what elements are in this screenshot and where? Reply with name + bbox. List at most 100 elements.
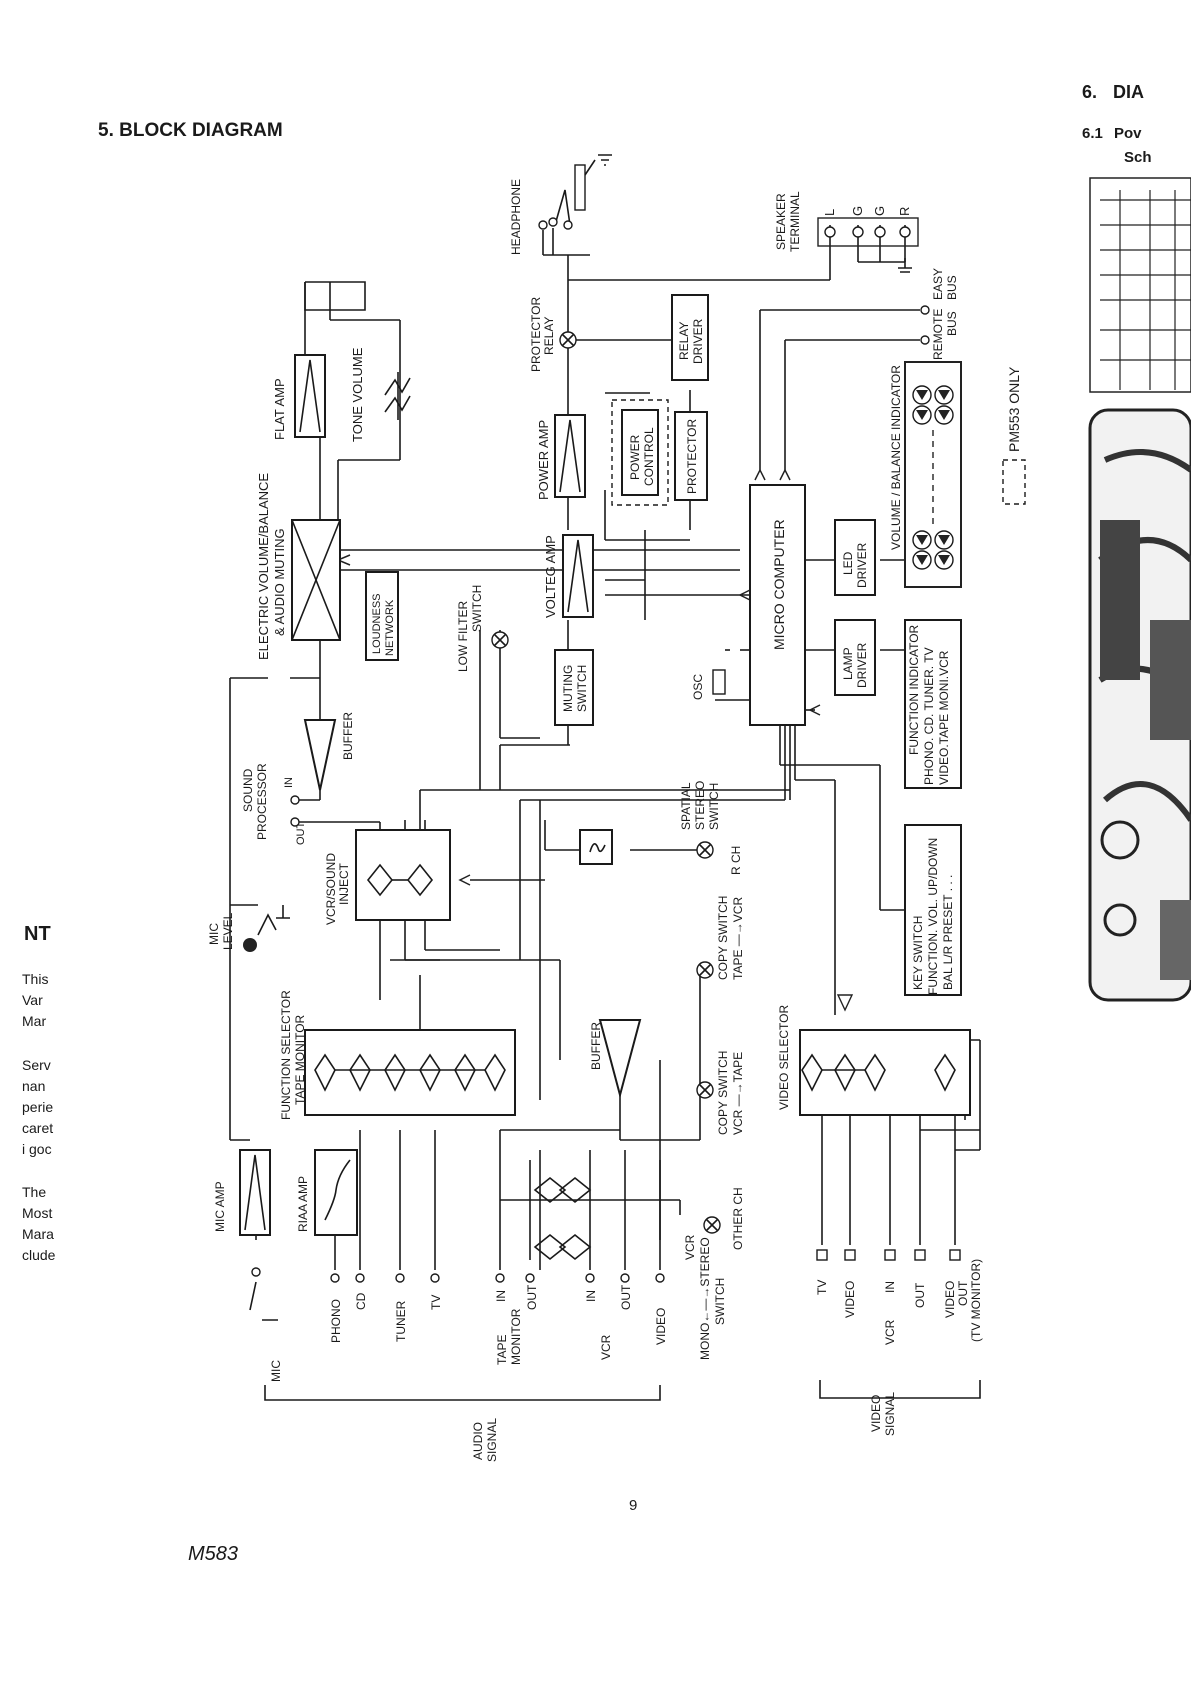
key-switch-block: KEY SWITCH FUNCTION. VOL. UP/DOWN BAL L/…	[904, 824, 962, 996]
loudness-label-2: NETWORK	[384, 599, 396, 656]
lamp-driver-label-2: DRIVER	[855, 642, 869, 688]
audio-input-vcr-out: OUT	[619, 1284, 633, 1310]
right-section-number: 6.	[1082, 82, 1097, 102]
left-fragment-0: NT	[24, 923, 51, 945]
audio-input-tape-group-1: TAPE	[495, 1335, 509, 1365]
audio-input-mic: MIC	[269, 1360, 283, 1382]
left-fragment-10: Most	[22, 1205, 52, 1221]
rch-label: R CH	[729, 846, 743, 875]
audio-input-tuner: TUNER	[394, 1300, 408, 1342]
copy-switch-top: COPY SWITCH TAPE —→VCR	[696, 896, 745, 980]
spatial-stereo-label-2: STEREO	[693, 781, 707, 830]
osc-component: OSC	[691, 669, 726, 700]
section-title: 5. BLOCK DIAGRAM	[98, 120, 283, 141]
copy-switch-bottom-label-2: VCR —→TAPE	[731, 1052, 745, 1135]
left-fragment-2: Var	[22, 992, 43, 1008]
function-selector-label-2: TAPE MONITOR	[293, 1014, 307, 1105]
vcr-sound-label-1: VCR/SOUND	[324, 853, 338, 925]
speaker-terminal-label-2: TERMINAL	[788, 191, 802, 252]
riaa-amp-block: RIAA AMP	[296, 1149, 358, 1236]
micro-computer-block: MICRO COMPUTER	[749, 484, 806, 726]
handwritten-note: M583	[188, 1543, 238, 1565]
low-filter-switch: LOW FILTER SWITCH	[456, 585, 509, 672]
video-input-video-out-3: (TV MONITOR)	[969, 1259, 983, 1342]
audio-signal-label-1: AUDIO	[471, 1422, 485, 1460]
pm553-label: PM553 ONLY	[1006, 366, 1022, 452]
vcr-stereo-label-3: SWITCH	[713, 1278, 727, 1325]
audio-signal-label-2: SIGNAL	[485, 1418, 499, 1462]
tone-volume-label: TONE VOLUME	[350, 347, 365, 442]
buffer-top-label: BUFFER	[341, 712, 355, 760]
audio-input-tape-out: OUT	[525, 1284, 539, 1310]
ground-symbols	[276, 154, 912, 919]
video-signal-label-1: VIDEO	[869, 1395, 883, 1432]
spatial-stereo-switch: SPATIAL STEREO SWITCH R CH	[579, 781, 743, 875]
mic-level: MIC LEVEL	[207, 912, 277, 952]
copy-switch-bottom-label-1: COPY SWITCH	[716, 1051, 730, 1135]
video-selector-block: VIDEO SELECTOR	[777, 1005, 971, 1116]
left-fragment-3: Mar	[22, 1013, 46, 1029]
video-input-vcr-in: IN	[883, 1281, 897, 1293]
right-subsection-title-1: Pov	[1114, 125, 1142, 142]
tone-volume: TONE VOLUME	[350, 347, 411, 442]
buffer-bottom-block: BUFFER	[589, 1019, 642, 1099]
volteg-amp-label: VOLTEG AMP	[543, 535, 558, 618]
function-indicator-label-3: VIDEO.TAPE MONI.VCR	[937, 650, 951, 785]
speaker-pin-l: L	[822, 209, 837, 216]
headphone-jack: HEADPHONE	[509, 159, 596, 255]
mic-amp-block: MIC AMP	[213, 1149, 271, 1236]
other-ch-label: OTHER CH	[731, 1187, 745, 1250]
copy-switch-gates	[533, 1176, 592, 1261]
volume-balance-indicator-label: VOLUME / BALANCE INDICATOR	[889, 365, 903, 550]
video-selector-label: VIDEO SELECTOR	[777, 1005, 791, 1110]
vcr-sound-inject-block: VCR/SOUND INJECT	[324, 829, 451, 925]
audio-input-tv: TV	[429, 1295, 443, 1310]
electric-volume-block: ELECTRIC VOLUME/BALANCE & AUDIO MUTING	[256, 473, 341, 660]
power-control-label-2: CONTROL	[642, 427, 656, 486]
left-fragment-9: The	[22, 1184, 46, 1200]
relay-driver-label-2: DRIVER	[691, 318, 705, 364]
loudness-network-block: LOUDNESS NETWORK	[365, 571, 399, 661]
video-input-video-out-1: VIDEO	[943, 1281, 957, 1318]
lamp-driver-block: LAMP DRIVER	[834, 619, 876, 696]
protector-relay: PROTECTOR RELAY	[529, 297, 577, 372]
osc-label: OSC	[691, 674, 705, 700]
loudness-label-1: LOUDNESS	[371, 593, 383, 654]
left-fragment-11: Mara	[22, 1226, 54, 1242]
video-input-tv: TV	[815, 1280, 829, 1295]
sound-processor-label-2: PROCESSOR	[255, 763, 269, 840]
audio-input-video: VIDEO	[654, 1308, 668, 1345]
sound-processor-label-1: SOUND	[241, 768, 255, 812]
remote-bus-label-1: REMOTE	[931, 309, 945, 360]
buffer-top-block: BUFFER	[303, 712, 355, 791]
sp-in-label: IN	[283, 777, 295, 788]
easy-bus-label-1: EASY	[931, 268, 945, 300]
led-driver-label-1: LED	[841, 551, 855, 575]
function-selector-label-1: FUNCTION SELECTOR	[279, 990, 293, 1120]
led-driver-block: LED DRIVER	[834, 519, 876, 596]
audio-input-phono: PHONO	[329, 1299, 343, 1343]
relay-driver-label-1: RELAY	[677, 322, 691, 360]
left-fragment-4: Serv	[22, 1057, 51, 1073]
riaa-amp-label: RIAA AMP	[296, 1176, 310, 1232]
function-indicator-label-2: PHONO. CD. TUNER. TV	[922, 647, 936, 785]
copy-switch-top-label-2: TAPE —→VCR	[731, 897, 745, 980]
audio-input-tape-group-2: MONITOR	[509, 1308, 523, 1365]
partial-schematic	[1088, 177, 1191, 1002]
protector-relay-label-2: RELAY	[542, 317, 556, 355]
left-fragment-8: i goc	[22, 1141, 52, 1157]
vcr-stereo-label-2: MONO←—→STEREO	[698, 1237, 712, 1360]
spatial-stereo-label-3: SWITCH	[707, 783, 721, 830]
electric-volume-label-1: ELECTRIC VOLUME/BALANCE	[256, 473, 271, 660]
key-switch-label-3: BAL L/R PRESET . . .	[941, 875, 955, 990]
vcr-sound-label-2: INJECT	[337, 862, 351, 905]
protector-label: PROTECTOR	[685, 419, 699, 494]
audio-input-cd: CD	[354, 1292, 368, 1310]
flat-amp-block: FLAT AMP	[272, 354, 326, 440]
power-control-block: POWER CONTROL	[611, 399, 669, 506]
video-input-video: VIDEO	[843, 1281, 857, 1318]
video-input-video-out-2: OUT	[956, 1280, 970, 1306]
relay-driver-block: RELAY DRIVER	[671, 294, 709, 381]
speaker-pin-g2: G	[872, 206, 887, 216]
